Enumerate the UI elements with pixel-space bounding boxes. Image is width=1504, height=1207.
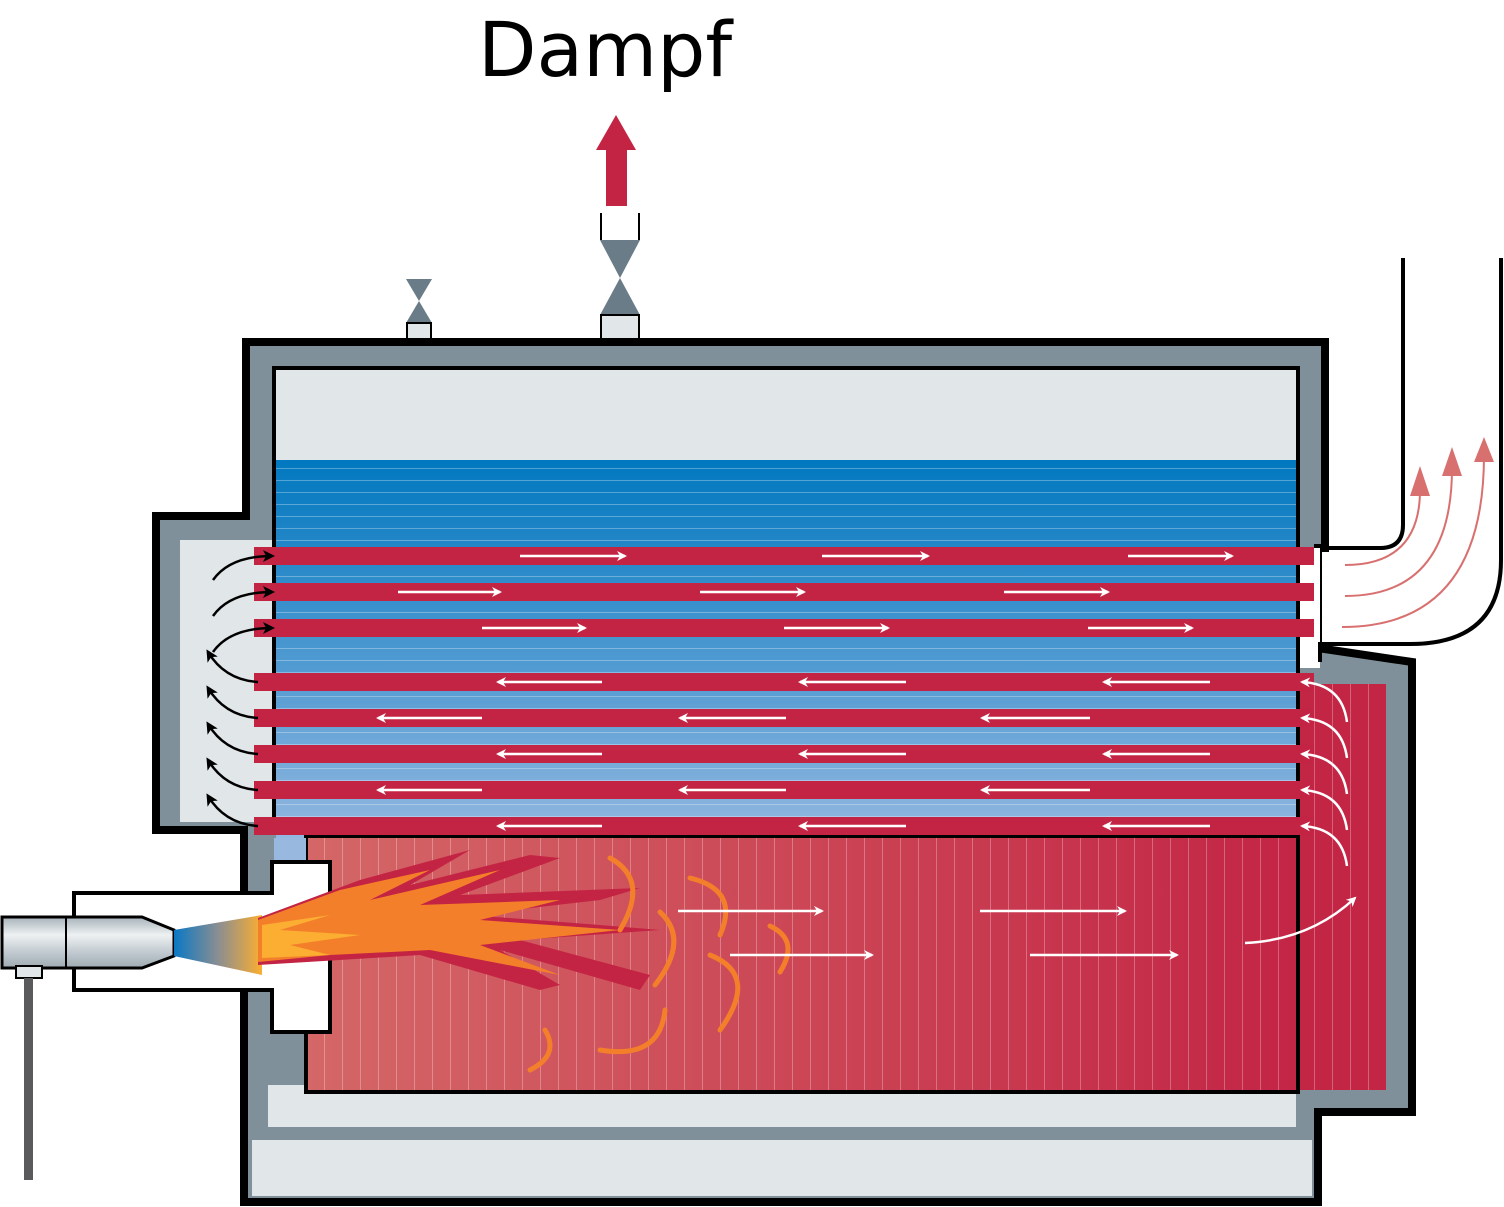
fuel-line — [24, 978, 33, 1180]
flue-gas-stack — [1318, 258, 1503, 662]
flow-arrow — [211, 586, 275, 617]
flow-arrow — [1300, 713, 1349, 759]
steam-output-arrow — [596, 115, 636, 206]
fire-tube — [254, 709, 1314, 727]
flow-arrow — [1244, 896, 1357, 945]
flow-arrow — [1300, 785, 1349, 831]
steam-label: Dampf — [478, 5, 734, 94]
fire-tube — [254, 619, 1314, 637]
flow-arrow — [206, 721, 259, 756]
flow-arrow — [211, 550, 275, 581]
flow-arrow — [206, 685, 259, 720]
fire-tube — [254, 583, 1314, 601]
valve-lower-triangle — [600, 278, 640, 315]
fire-tube — [254, 547, 1314, 565]
rear-chamber-arrows — [1300, 677, 1349, 867]
burner[interactable] — [0, 915, 262, 1180]
fire-tubes — [254, 547, 1314, 835]
flow-arrow — [1300, 749, 1349, 795]
valve-upper-triangle — [600, 240, 640, 278]
fire-tube — [254, 781, 1314, 799]
flow-arrow — [1300, 677, 1349, 723]
fire-tube — [254, 745, 1314, 763]
flow-arrow — [211, 622, 275, 653]
front-chamber-arrows — [206, 550, 275, 828]
flow-arrow — [1300, 821, 1349, 867]
burner-nozzle — [174, 915, 262, 975]
fire-tube — [254, 673, 1314, 691]
flame — [258, 850, 791, 1073]
flow-arrow — [206, 757, 259, 792]
fire-tube — [254, 817, 1314, 835]
flow-arrow — [206, 649, 259, 684]
flow-arrow — [206, 793, 259, 828]
furnace-flow-arrows — [678, 896, 1357, 960]
